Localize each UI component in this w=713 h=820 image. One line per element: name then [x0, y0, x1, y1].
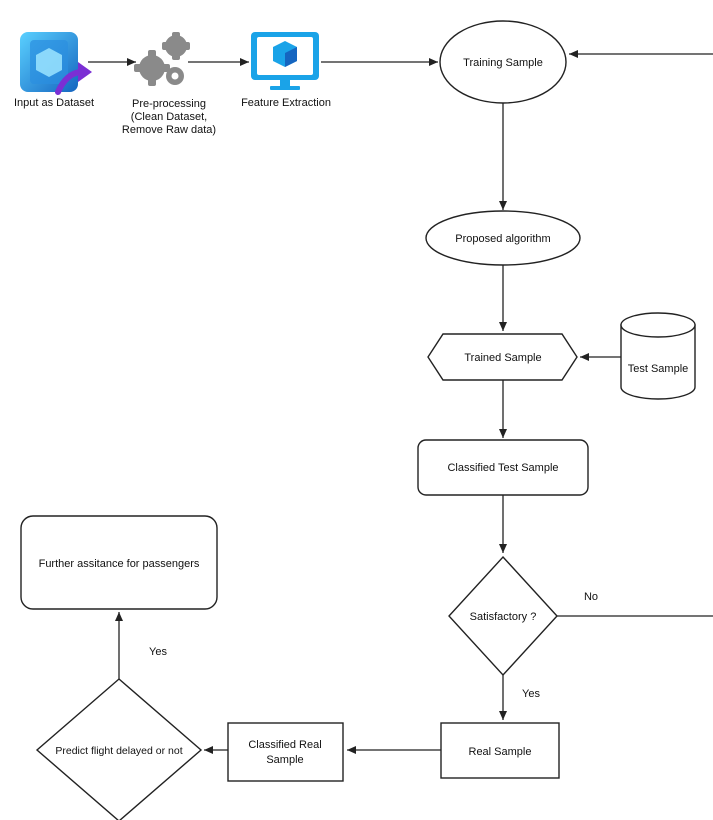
classified-real-sample-node [227, 722, 344, 782]
predict-flight-label: Predict flight delayed or not [55, 745, 182, 757]
satisfactory-label: Satisfactory ? [470, 611, 537, 623]
further-assistance-node [20, 515, 218, 610]
classified-real-line2: Sample [266, 754, 303, 766]
predict-flight-decision-node [35, 678, 203, 820]
yes-label-1: Yes [522, 688, 540, 700]
real-sample-node [440, 722, 560, 779]
dataset-export-icon [20, 32, 92, 95]
trained-sample-label: Trained Sample [464, 352, 541, 364]
preprocess-line2: (Clean Dataset, [131, 111, 207, 123]
test-sample-node [620, 312, 696, 400]
preprocess-line3: Remove Raw data) [122, 124, 216, 136]
classified-real-line1: Classified Real [248, 739, 321, 751]
input-step-label: Input as Dataset [14, 97, 94, 109]
classified-test-sample-label: Classified Test Sample [447, 462, 558, 474]
monitor-cube-icon [251, 32, 319, 90]
real-sample-label: Real Sample [469, 746, 532, 758]
gears-icon [134, 32, 190, 86]
feature-step-label: Feature Extraction [241, 97, 331, 109]
training-sample-label: Training Sample [463, 57, 543, 69]
no-label: No [584, 591, 598, 603]
preprocess-line1: Pre-processing [132, 98, 206, 110]
proposed-algorithm-label: Proposed algorithm [455, 233, 550, 245]
yes-label-2: Yes [149, 646, 167, 658]
trained-sample-node [427, 333, 578, 381]
further-assistance-label: Further assitance for passengers [39, 558, 200, 570]
test-sample-label: Test Sample [628, 363, 689, 375]
